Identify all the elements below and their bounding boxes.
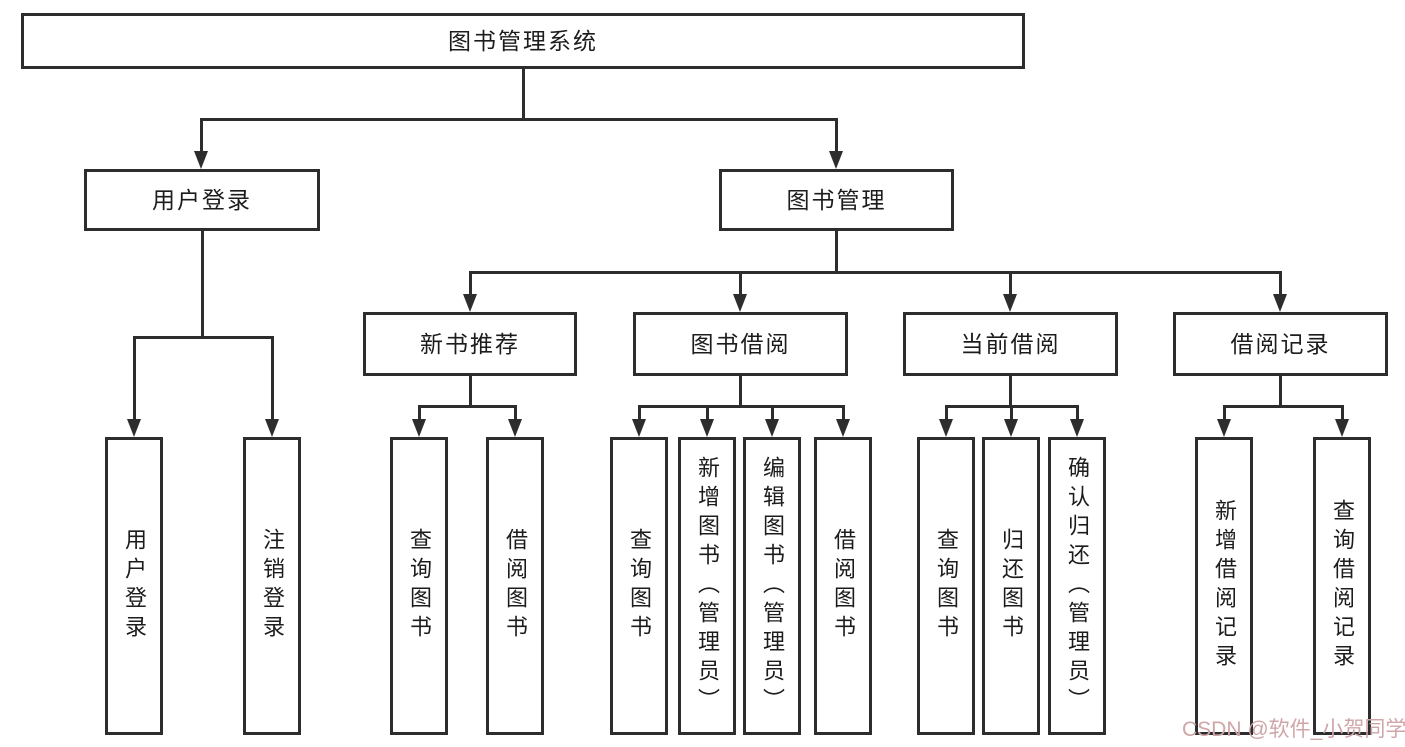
connector-arrow-shaft: [1010, 405, 1013, 421]
connector-arrow-shaft: [133, 336, 136, 421]
leaf-borrow-book-1-label: 借阅图书: [503, 528, 528, 644]
leaf-return-book: 归还图书: [982, 437, 1040, 735]
connector-rail: [1223, 405, 1343, 408]
connector-arrow-shaft: [842, 405, 845, 421]
arrowhead-icon: [412, 419, 426, 437]
arrowhead-icon: [463, 294, 477, 312]
arrowhead-icon: [1003, 294, 1017, 312]
leaf-return-book-label: 归还图书: [999, 528, 1024, 644]
connector-stub: [201, 230, 204, 338]
leaf-borrow-book-2-label: 借阅图书: [831, 528, 856, 644]
connector-arrow-shaft: [739, 271, 742, 296]
leaf-query-borrow-record: 查询借阅记录: [1313, 437, 1371, 735]
leaf-confirm-return-admin-label: 确认归还（管理员）: [1065, 455, 1090, 717]
arrowhead-icon: [1070, 419, 1084, 437]
leaf-query-book-2: 查询图书: [610, 437, 668, 735]
leaf-add-borrow-record-label: 新增借阅记录: [1212, 499, 1237, 673]
arrowhead-icon: [939, 419, 953, 437]
connector-arrow-shaft: [1009, 271, 1012, 296]
connector-rail: [638, 405, 845, 408]
arrowhead-icon: [194, 151, 208, 169]
arrowhead-icon: [829, 151, 843, 169]
connector-arrow-shaft: [469, 271, 472, 296]
leaf-borrow-book-1: 借阅图书: [486, 437, 544, 735]
leaf-logout: 注销登录: [243, 437, 301, 735]
connector-stub: [469, 375, 472, 407]
arrowhead-icon: [733, 294, 747, 312]
connector-arrow-shaft: [1223, 405, 1226, 421]
connector-arrow-shaft: [945, 405, 948, 421]
connector-arrow-shaft: [271, 336, 274, 421]
connector-arrow-shaft: [638, 405, 641, 421]
connector-arrow-shaft: [1279, 271, 1282, 296]
leaf-query-book-1: 查询图书: [390, 437, 448, 735]
node-current-borrow-label: 当前借阅: [960, 330, 1061, 357]
connector-stub: [835, 230, 838, 273]
connector-arrow-shaft: [1341, 405, 1344, 421]
arrowhead-icon: [508, 419, 522, 437]
node-new-book-recommend: 新书推荐: [363, 312, 577, 376]
node-new-book-recommend-label: 新书推荐: [420, 330, 520, 357]
leaf-query-book-1-label: 查询图书: [407, 528, 432, 644]
leaf-edit-book-admin-label: 编辑图书（管理员）: [760, 455, 785, 717]
leaf-edit-book-admin: 编辑图书（管理员）: [743, 437, 801, 735]
leaf-add-book-admin: 新增图书（管理员）: [678, 437, 736, 735]
node-root: 图书管理系统: [21, 13, 1025, 69]
leaf-query-book-2-label: 查询图书: [627, 528, 652, 644]
connector-arrow-shaft: [418, 405, 421, 421]
connector-arrow-shaft: [706, 405, 709, 421]
connector-arrow-shaft: [835, 118, 838, 153]
connector-rail: [469, 271, 1282, 274]
connector-arrow-shaft: [1076, 405, 1079, 421]
connector-rail: [418, 405, 517, 408]
node-book-management: 图书管理: [719, 169, 954, 231]
connector-stub: [522, 68, 525, 121]
node-book-borrow-label: 图书借阅: [690, 330, 791, 357]
arrowhead-icon: [836, 419, 850, 437]
arrowhead-icon: [127, 419, 141, 437]
arrowhead-icon: [632, 419, 646, 437]
connector-stub: [1009, 375, 1012, 407]
leaf-user-login-label: 用户登录: [122, 528, 147, 644]
leaf-confirm-return-admin: 确认归还（管理员）: [1048, 437, 1106, 735]
watermark: CSDN @软件_小贺同学: [1182, 718, 1405, 741]
node-book-borrow: 图书借阅: [633, 312, 848, 376]
arrowhead-icon: [1217, 419, 1231, 437]
leaf-add-borrow-record: 新增借阅记录: [1195, 437, 1253, 735]
leaf-borrow-book-2: 借阅图书: [814, 437, 872, 735]
arrowhead-icon: [1004, 419, 1018, 437]
arrowhead-icon: [1273, 294, 1287, 312]
arrowhead-icon: [700, 419, 714, 437]
leaf-query-book-3: 查询图书: [917, 437, 975, 735]
leaf-add-book-admin-label: 新增图书（管理员）: [695, 455, 720, 717]
connector-rail: [200, 118, 838, 121]
node-borrow-records: 借阅记录: [1173, 312, 1388, 376]
connector-rail: [133, 336, 274, 339]
arrowhead-icon: [1335, 419, 1349, 437]
connector-arrow-shaft: [771, 405, 774, 421]
node-book-management-label: 图书管理: [786, 186, 887, 213]
arrowhead-icon: [765, 419, 779, 437]
arrowhead-icon: [265, 419, 279, 437]
node-user-login: 用户登录: [84, 169, 320, 231]
node-user-login-label: 用户登录: [152, 186, 252, 213]
leaf-query-book-3-label: 查询图书: [934, 528, 959, 644]
node-borrow-records-label: 借阅记录: [1230, 330, 1331, 357]
connector-arrow-shaft: [200, 118, 203, 153]
connector-arrow-shaft: [514, 405, 517, 421]
connector-stub: [739, 375, 742, 407]
node-root-label: 图书管理系统: [448, 27, 598, 54]
connector-stub: [1279, 375, 1282, 407]
leaf-logout-label: 注销登录: [260, 528, 285, 644]
leaf-query-borrow-record-label: 查询借阅记录: [1330, 499, 1355, 673]
node-current-borrow: 当前借阅: [903, 312, 1118, 376]
leaf-user-login: 用户登录: [105, 437, 163, 735]
